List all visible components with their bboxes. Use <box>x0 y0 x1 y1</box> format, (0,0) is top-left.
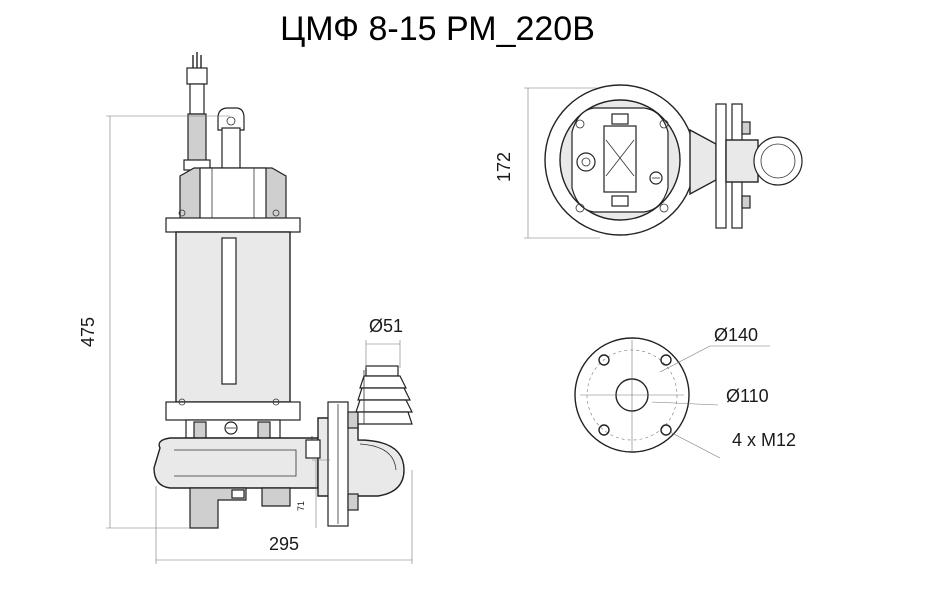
dim-outlet-label: Ø51 <box>369 316 403 336</box>
dimension-lines <box>106 87 600 564</box>
dim-bolt-circle-label: Ø110 <box>726 386 769 406</box>
dim-depth-label: 172 <box>494 152 514 182</box>
pump-side-view <box>153 52 413 529</box>
dim-flange-outer-label: Ø140 <box>714 325 758 345</box>
pump-top-view <box>544 84 803 236</box>
drawing-title: ЦМФ 8-15 РМ_220В <box>280 10 595 48</box>
dim-small-label: 71 <box>296 501 306 511</box>
dim-bolts-label: 4 x M12 <box>732 430 796 450</box>
dim-width-label: 295 <box>269 534 299 554</box>
flange-view <box>574 337 770 459</box>
dim-height-label: 475 <box>78 317 98 347</box>
